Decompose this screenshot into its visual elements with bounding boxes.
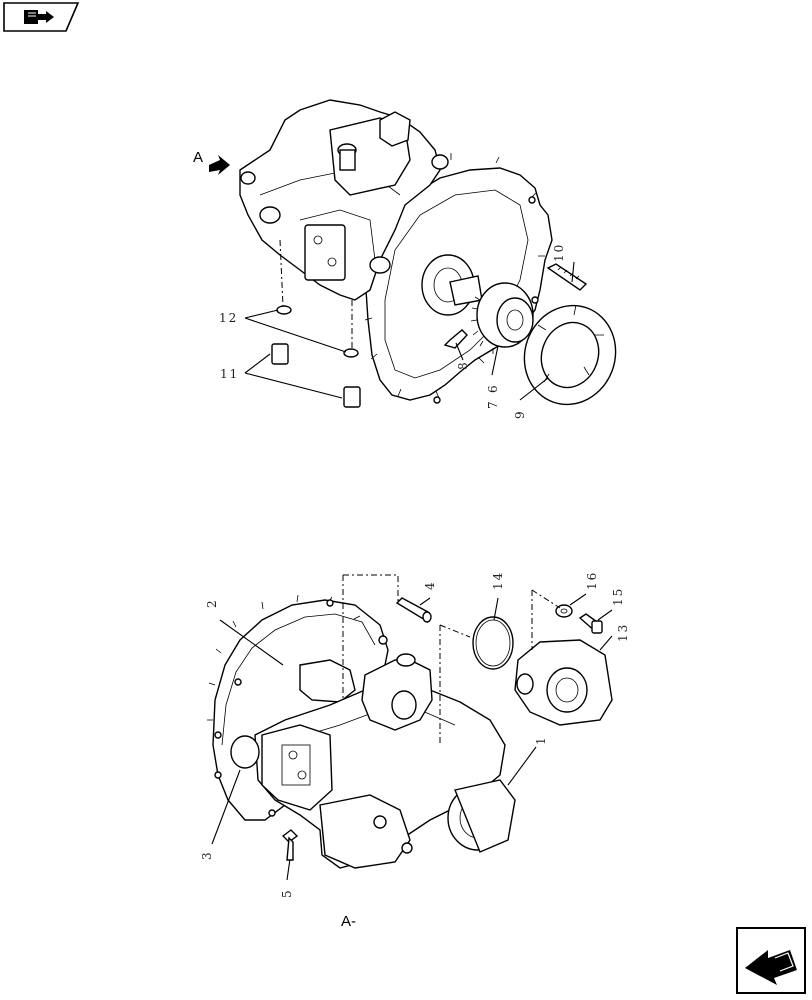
callout-16: 16 bbox=[585, 571, 599, 590]
book-arrow-icon bbox=[24, 10, 54, 24]
callout-15: 15 bbox=[611, 587, 625, 606]
book-navigation-button[interactable] bbox=[3, 2, 80, 32]
callout-3: 3 bbox=[200, 852, 214, 860]
next-page-button[interactable] bbox=[736, 927, 806, 994]
view-label-a: A bbox=[193, 149, 203, 166]
callout-11: 11 bbox=[220, 367, 239, 381]
callout-9: 9 bbox=[513, 411, 527, 419]
view-label-a-minus: A- bbox=[341, 913, 356, 930]
bottom-pump-assembly bbox=[207, 594, 516, 869]
callout-10: 10 bbox=[552, 243, 566, 262]
callout-5: 5 bbox=[280, 890, 294, 898]
callout-4: 4 bbox=[423, 582, 437, 590]
bottom-exploded-parts bbox=[342, 574, 613, 745]
top-pump-assembly bbox=[239, 99, 553, 404]
arrow-nav-icon bbox=[745, 950, 797, 985]
callout-8: 8 bbox=[456, 362, 470, 370]
top-leader-lines bbox=[244, 261, 575, 401]
callout-7: 7 bbox=[486, 401, 500, 409]
callout-6: 6 bbox=[486, 385, 500, 393]
bottom-item-5-bolt bbox=[281, 829, 299, 861]
callout-12: 12 bbox=[219, 311, 238, 325]
callout-14: 14 bbox=[491, 571, 505, 590]
callout-1: 1 bbox=[534, 737, 548, 745]
bottom-leader-lines bbox=[211, 593, 613, 881]
view-a-arrow-icon bbox=[209, 155, 230, 175]
callout-13: 13 bbox=[616, 623, 630, 642]
callout-2: 2 bbox=[205, 600, 219, 608]
top-exploded-parts bbox=[271, 239, 617, 408]
